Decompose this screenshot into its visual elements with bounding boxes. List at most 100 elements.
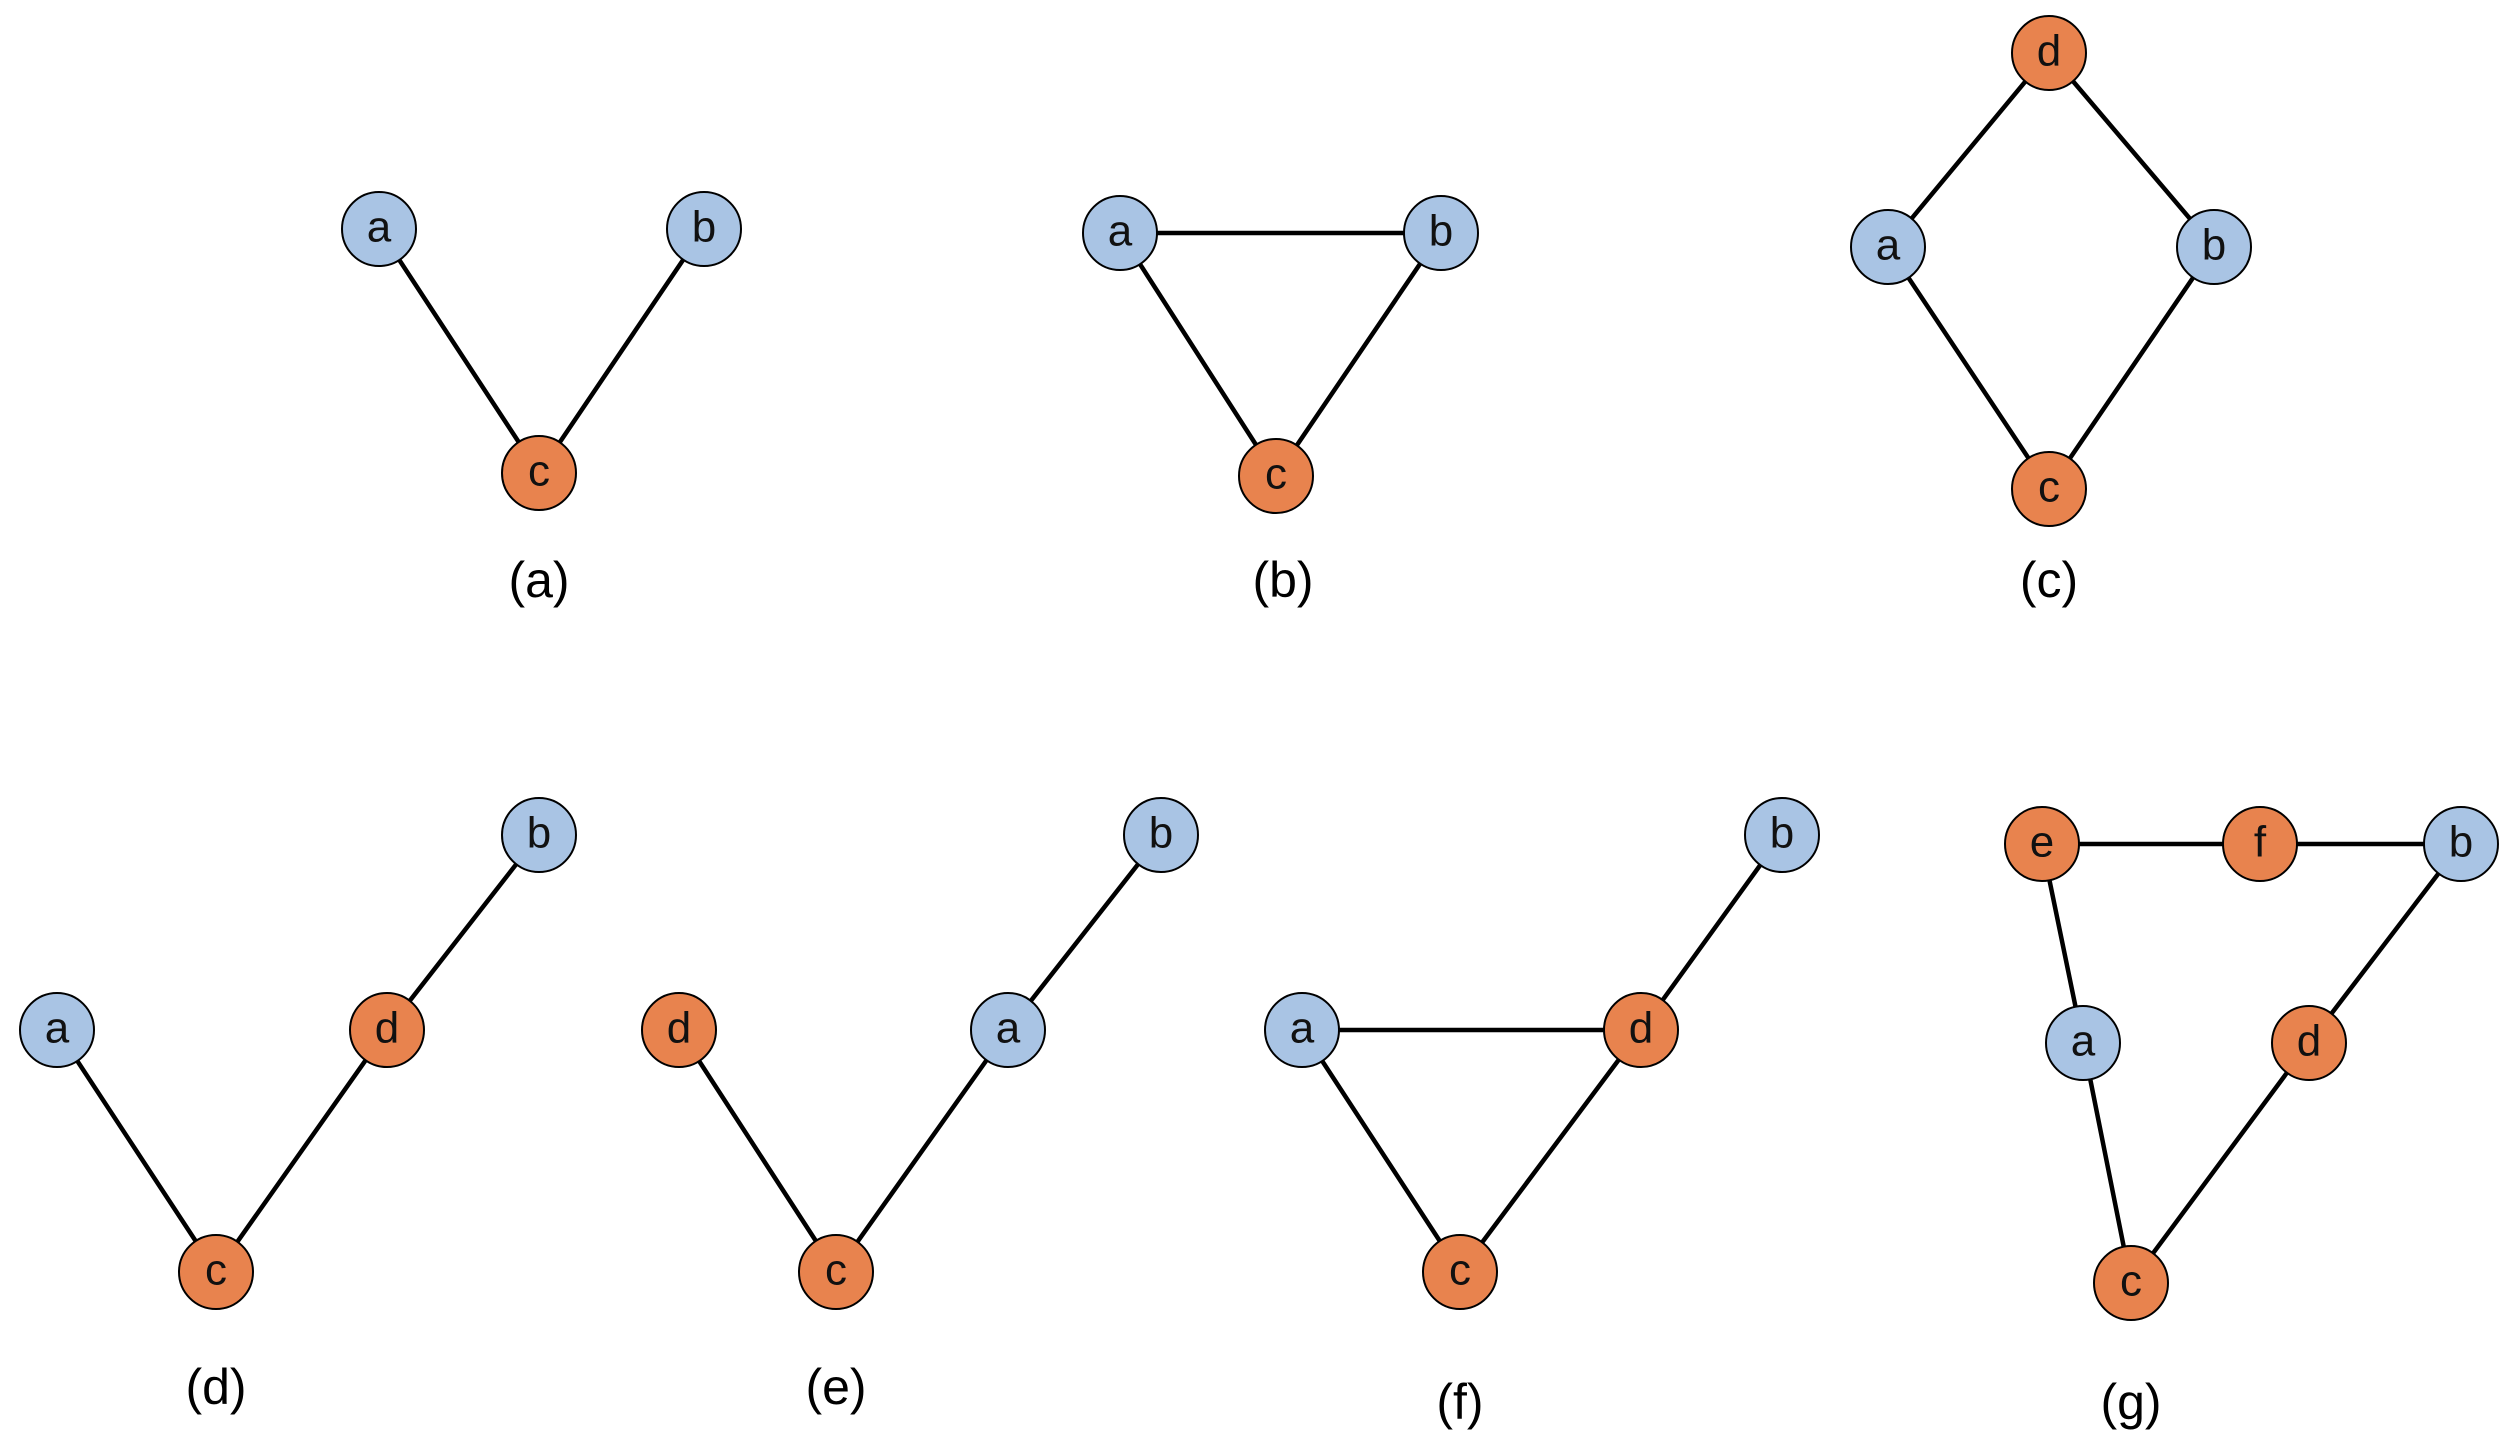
panel-caption-b: (b) bbox=[1252, 552, 1313, 608]
node-c-c: c bbox=[2011, 451, 2087, 527]
panel-caption-f: (f) bbox=[1436, 1374, 1483, 1430]
node-label: c bbox=[205, 1246, 227, 1295]
node-a-c: c bbox=[501, 435, 577, 511]
node-label: a bbox=[1290, 1004, 1315, 1053]
node-label: b bbox=[527, 809, 551, 858]
node-circle bbox=[1403, 195, 1479, 271]
edge-f-a-c bbox=[1299, 1027, 1463, 1275]
node-circle bbox=[970, 992, 1046, 1068]
node-label: a bbox=[2071, 1017, 2096, 1066]
node-d-a: a bbox=[19, 992, 95, 1068]
node-label: d bbox=[375, 1004, 399, 1053]
node-g-d: d bbox=[2271, 1005, 2347, 1081]
node-label: b bbox=[692, 203, 716, 252]
node-circle bbox=[2271, 1005, 2347, 1081]
node-label: c bbox=[2038, 463, 2060, 512]
node-circle bbox=[1238, 438, 1314, 514]
node-circle bbox=[19, 992, 95, 1068]
node-circle bbox=[1603, 992, 1679, 1068]
node-circle bbox=[178, 1234, 254, 1310]
node-f-d: d bbox=[1603, 992, 1679, 1068]
node-circle bbox=[341, 191, 417, 267]
edges-layer bbox=[54, 50, 2464, 1286]
panel-caption-g: (g) bbox=[2100, 1374, 2161, 1430]
edge-e-c-a bbox=[833, 1027, 1011, 1275]
node-label: a bbox=[1108, 207, 1133, 256]
node-circle bbox=[1850, 209, 1926, 285]
node-label: d bbox=[2037, 27, 2061, 76]
node-b-c: c bbox=[1238, 438, 1314, 514]
node-circle bbox=[2004, 806, 2080, 882]
node-b-a: a bbox=[1082, 195, 1158, 271]
edge-d-d-b bbox=[384, 832, 542, 1033]
edge-f-c-d bbox=[1457, 1027, 1644, 1275]
node-label: c bbox=[1265, 450, 1287, 499]
edge-d-c-d bbox=[213, 1027, 390, 1275]
node-b-b: b bbox=[1403, 195, 1479, 271]
node-label: d bbox=[667, 1004, 691, 1053]
node-label: f bbox=[2254, 818, 2267, 867]
node-circle bbox=[2222, 806, 2298, 882]
node-label: d bbox=[2297, 1017, 2321, 1066]
edge-a-a-c bbox=[376, 226, 542, 476]
node-g-c: c bbox=[2093, 1245, 2169, 1321]
node-label: c bbox=[1449, 1246, 1471, 1295]
edge-d-a-c bbox=[54, 1027, 219, 1275]
node-label: b bbox=[2202, 221, 2226, 270]
node-circle bbox=[349, 992, 425, 1068]
node-label: c bbox=[528, 447, 550, 496]
node-circle bbox=[1082, 195, 1158, 271]
node-g-f: f bbox=[2222, 806, 2298, 882]
edge-b-a-c bbox=[1117, 230, 1279, 479]
nodes-layer: a b c a b c d a b c b a d c b d a c b a d c e f b a d c bbox=[19, 15, 2499, 1321]
edge-e-a-b bbox=[1005, 832, 1164, 1033]
node-circle bbox=[641, 992, 717, 1068]
node-g-b: b bbox=[2423, 806, 2499, 882]
edge-f-d-b bbox=[1638, 832, 1785, 1033]
node-label: a bbox=[1876, 221, 1901, 270]
node-circle bbox=[1422, 1234, 1498, 1310]
node-e-a: a bbox=[970, 992, 1046, 1068]
node-circle bbox=[1123, 797, 1199, 873]
node-circle bbox=[666, 191, 742, 267]
node-circle bbox=[501, 435, 577, 511]
node-label: a bbox=[996, 1004, 1021, 1053]
node-circle bbox=[2176, 209, 2252, 285]
node-g-e: e bbox=[2004, 806, 2080, 882]
node-c-a: a bbox=[1850, 209, 1926, 285]
node-label: b bbox=[1770, 809, 1794, 858]
edge-a-b-c bbox=[536, 226, 707, 476]
edge-g-c-d bbox=[2128, 1040, 2312, 1286]
edge-c-d-a bbox=[1885, 50, 2052, 250]
edge-g-a-c bbox=[2080, 1040, 2134, 1286]
edge-e-d-c bbox=[676, 1027, 839, 1275]
node-circle bbox=[1264, 992, 1340, 1068]
edge-b-b-c bbox=[1273, 230, 1444, 479]
node-e-c: c bbox=[798, 1234, 874, 1310]
node-e-b: b bbox=[1123, 797, 1199, 873]
node-a-b: b bbox=[666, 191, 742, 267]
node-a-a: a bbox=[341, 191, 417, 267]
node-label: a bbox=[45, 1004, 70, 1053]
edge-c-a-c bbox=[1885, 244, 2052, 492]
node-circle bbox=[2011, 451, 2087, 527]
node-label: b bbox=[2449, 818, 2473, 867]
node-g-a: a bbox=[2045, 1005, 2121, 1081]
node-circle bbox=[2045, 1005, 2121, 1081]
node-circle bbox=[2423, 806, 2499, 882]
node-label: c bbox=[825, 1246, 847, 1295]
node-c-d: d bbox=[2011, 15, 2087, 91]
node-circle bbox=[798, 1234, 874, 1310]
panel-caption-e: (e) bbox=[805, 1359, 866, 1415]
node-label: a bbox=[367, 203, 392, 252]
node-d-d: d bbox=[349, 992, 425, 1068]
panel-caption-a: (a) bbox=[508, 552, 569, 608]
node-d-b: b bbox=[501, 797, 577, 873]
captions-layer: (a)(b)(c)(d)(e)(f)(g) bbox=[185, 552, 2161, 1430]
node-f-a: a bbox=[1264, 992, 1340, 1068]
node-f-c: c bbox=[1422, 1234, 1498, 1310]
node-label: e bbox=[2030, 818, 2054, 867]
node-d-c: c bbox=[178, 1234, 254, 1310]
edge-c-b-c bbox=[2046, 244, 2217, 492]
